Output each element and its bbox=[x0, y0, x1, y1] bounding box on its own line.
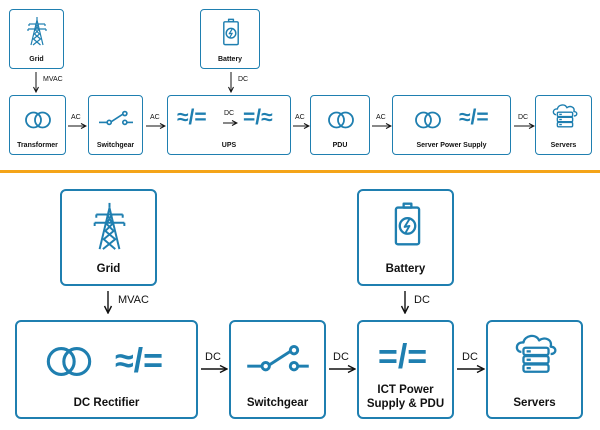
ac-dc-symbol: ≈/= bbox=[177, 106, 207, 129]
bottom-dc-rectifier-label: DC Rectifier bbox=[73, 397, 140, 409]
top-ups-label: UPS bbox=[221, 142, 237, 149]
top-switchgear-box: Switchgear bbox=[88, 95, 143, 155]
battery-charging-icon bbox=[393, 201, 422, 247]
top-ups-box: ≈/= DC =/≈ UPS bbox=[167, 95, 291, 155]
bottom-switchgear-box: Switchgear bbox=[229, 320, 326, 419]
top-grid-arrow bbox=[33, 72, 39, 93]
bottom-grid-arrow bbox=[103, 291, 113, 314]
ups-inner-dc-label: DC bbox=[224, 110, 235, 117]
top-grid-box: Grid bbox=[9, 9, 64, 69]
bottom-ict-box: =/= ICT Power Supply & PDU bbox=[357, 320, 454, 419]
ac-dc-symbol: ≈/= bbox=[115, 342, 163, 380]
top-link-arrow bbox=[146, 123, 166, 129]
bottom-link-label: DC bbox=[333, 351, 349, 363]
top-psu-label: Server Power Supply bbox=[416, 142, 487, 149]
bottom-servers-box: Servers bbox=[486, 320, 583, 419]
ups-inner-arrow bbox=[223, 120, 238, 126]
power-tower-icon bbox=[27, 15, 47, 47]
cloud-server-icon bbox=[551, 102, 579, 130]
bottom-battery-label: Battery bbox=[385, 263, 426, 275]
top-link-arrow bbox=[372, 123, 392, 129]
bottom-mvac-label: MVAC bbox=[118, 294, 149, 306]
switch-icon bbox=[99, 110, 133, 128]
top-transformer-label: Transformer bbox=[17, 142, 58, 149]
top-link-arrow bbox=[514, 123, 535, 129]
bottom-link-arrow bbox=[329, 364, 356, 374]
top-switchgear-label: Switchgear bbox=[96, 142, 135, 149]
top-servers-box: Servers bbox=[535, 95, 592, 155]
bottom-dc-source-label: DC bbox=[414, 294, 430, 306]
section-divider bbox=[0, 170, 600, 173]
bottom-link-arrow bbox=[457, 364, 485, 374]
top-link-label: AC bbox=[376, 114, 386, 121]
bottom-battery-arrow bbox=[400, 291, 410, 314]
bottom-battery-box: Battery bbox=[357, 189, 454, 286]
top-transformer-box: Transformer bbox=[9, 95, 66, 155]
top-servers-label: Servers bbox=[550, 142, 577, 149]
power-tower-icon bbox=[93, 200, 126, 252]
bottom-dc-rectifier-box: ≈/= DC Rectifier bbox=[15, 320, 198, 419]
top-battery-arrow bbox=[228, 72, 234, 93]
top-link-arrow bbox=[293, 123, 310, 129]
bottom-link-label: DC bbox=[462, 351, 478, 363]
top-dc-source-label: DC bbox=[238, 76, 249, 83]
ac-dc-symbol: ≈/= bbox=[459, 106, 489, 129]
bottom-grid-box: Grid bbox=[60, 189, 157, 286]
transformer-icon bbox=[43, 346, 95, 377]
top-link-label: AC bbox=[71, 114, 81, 121]
bottom-ict-label-line1: ICT Power bbox=[377, 384, 434, 396]
bottom-servers-label: Servers bbox=[513, 397, 556, 409]
bottom-switchgear-label: Switchgear bbox=[246, 397, 309, 409]
top-link-arrow bbox=[68, 123, 87, 129]
cloud-server-icon bbox=[513, 332, 559, 376]
top-battery-label: Battery bbox=[217, 56, 243, 63]
top-pdu-label: PDU bbox=[332, 142, 348, 149]
bottom-grid-label: Grid bbox=[96, 263, 121, 275]
transformer-icon bbox=[413, 111, 443, 129]
top-psu-box: ≈/= Server Power Supply bbox=[392, 95, 511, 155]
switch-icon bbox=[247, 344, 309, 376]
top-link-label: AC bbox=[150, 114, 160, 121]
transformer-icon bbox=[23, 111, 53, 129]
bottom-link-label: DC bbox=[205, 351, 221, 363]
top-mvac-label: MVAC bbox=[43, 76, 63, 83]
top-pdu-box: PDU bbox=[310, 95, 370, 155]
top-link-label: DC bbox=[518, 114, 529, 121]
bottom-ict-label-line2: Supply & PDU bbox=[366, 398, 445, 410]
dc-dc-symbol: =/= bbox=[378, 338, 428, 376]
dc-ac-symbol: =/≈ bbox=[243, 106, 273, 129]
top-link-label: AC bbox=[295, 114, 305, 121]
battery-charging-icon bbox=[222, 17, 240, 47]
transformer-icon bbox=[326, 111, 356, 129]
top-grid-label: Grid bbox=[29, 56, 44, 63]
top-battery-box: Battery bbox=[200, 9, 260, 69]
bottom-link-arrow bbox=[201, 364, 228, 374]
